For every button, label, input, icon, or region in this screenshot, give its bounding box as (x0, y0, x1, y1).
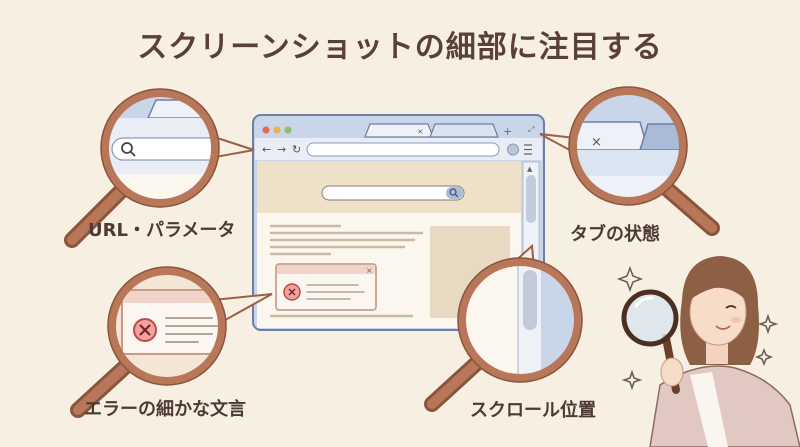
sparkle-icon (616, 265, 779, 391)
woman-illustration (621, 256, 800, 447)
scrollbar-thumb (523, 270, 537, 330)
magnifier-error (70, 266, 273, 418)
close-icon: × (417, 127, 424, 136)
minimize-window-dot (273, 126, 281, 134)
back-arrow-icon: ← (262, 143, 271, 156)
scroll-up-arrow: ▲ (527, 165, 533, 173)
forward-arrow-icon: → (277, 143, 286, 156)
profile-avatar (507, 143, 519, 156)
scrollbar-thumb (526, 175, 536, 223)
search-icon (449, 188, 457, 196)
close-window-dot (262, 126, 270, 134)
search-input (321, 185, 465, 201)
tab-active (364, 123, 434, 138)
plus-icon: + (503, 125, 512, 138)
close-icon: × (366, 266, 373, 275)
magnifier-tabs: × (539, 86, 720, 236)
maximize-window-dot (284, 126, 292, 134)
page-title: スクリーンショットの細部に注目する (137, 30, 663, 65)
label-tab-state: タブの状態 (570, 224, 660, 245)
search-icon (121, 142, 133, 154)
address-bar (306, 142, 500, 157)
reload-icon: ↻ (292, 143, 301, 156)
close-icon: × (591, 135, 602, 150)
error-dialog[interactable]: × (275, 263, 377, 311)
label-scroll-position: スクロール位置 (470, 400, 596, 421)
expand-icon: ⤢ (527, 125, 534, 134)
menu-icon (524, 144, 532, 155)
tab-inactive (429, 123, 499, 138)
magnifier-url (64, 88, 255, 248)
label-error-message: エラーの細かな文言 (84, 399, 246, 420)
magnifier-scroll (424, 243, 583, 412)
label-url-parameters: URL・パラメータ (88, 220, 236, 241)
